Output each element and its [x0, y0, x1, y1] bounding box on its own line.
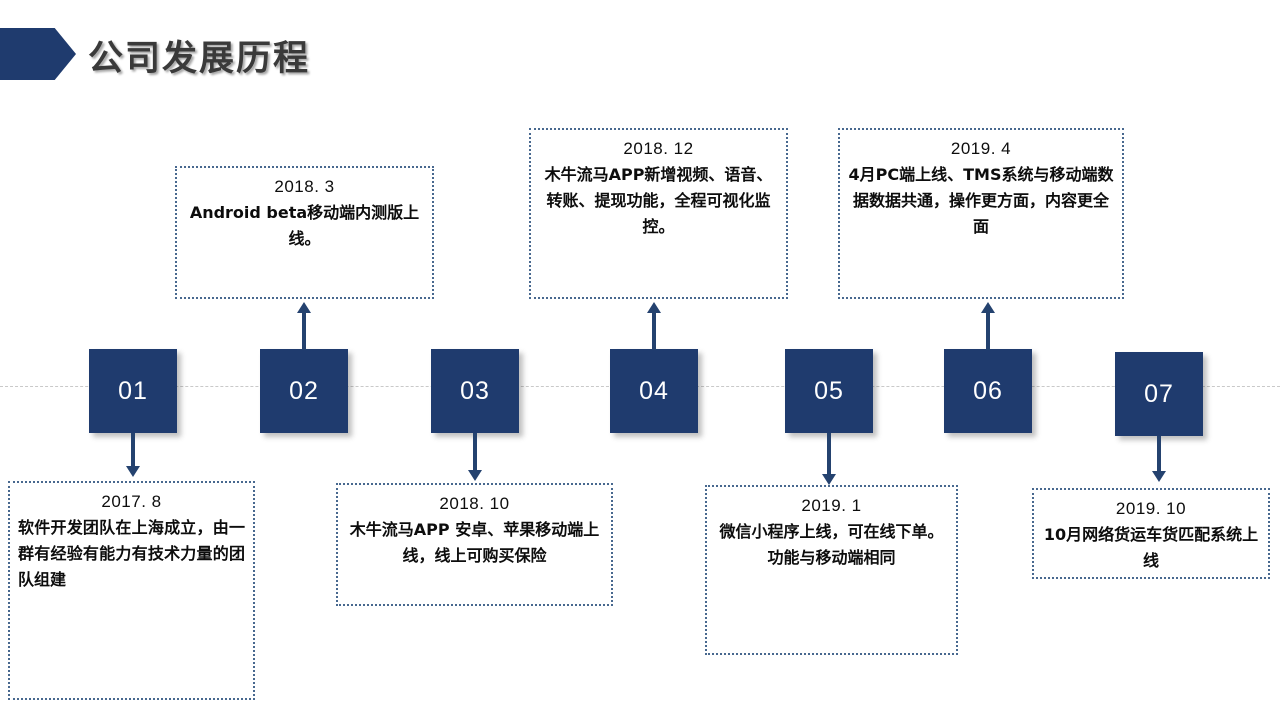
event-text-07: 10月网络货运车货匹配系统上线: [1043, 525, 1259, 571]
event-callout-07: 2019. 10 10月网络货运车货匹配系统上线: [1032, 488, 1270, 579]
connector-arrow-07: [1152, 436, 1166, 482]
event-callout-05: 2019. 1 微信小程序上线，可在线下单。功能与移动端相同: [705, 485, 958, 655]
event-date-06: 2019. 4: [950, 139, 1012, 158]
timeline-node-01[interactable]: 01: [89, 349, 177, 433]
connector-arrow-05: [822, 433, 836, 485]
timeline-node-04[interactable]: 04: [610, 349, 698, 433]
connector-arrow-04: [647, 302, 661, 350]
event-date-02: 2018. 3: [274, 177, 335, 196]
event-callout-02: 2018. 3 Android beta移动端内测版上线。: [175, 166, 434, 299]
timeline-node-07[interactable]: 07: [1115, 352, 1203, 436]
event-callout-03: 2018. 10 木牛流马APP 安卓、苹果移动端上线，线上可购买保险: [336, 483, 613, 606]
event-text-03: 木牛流马APP 安卓、苹果移动端上线，线上可购买保险: [349, 520, 600, 566]
timeline-node-05[interactable]: 05: [785, 349, 873, 433]
event-date-01: 2017. 8: [101, 492, 162, 511]
event-date-07: 2019. 10: [1115, 499, 1187, 518]
event-callout-06: 2019. 4 4月PC端上线、TMS系统与移动端数据数据共通，操作更方面，内容…: [838, 128, 1124, 299]
connector-arrow-03: [468, 433, 482, 481]
event-text-01: 软件开发团队在上海成立，由一群有经验有能力有技术力量的团队组建: [18, 518, 245, 590]
event-date-05: 2019. 1: [801, 496, 862, 515]
timeline-node-02[interactable]: 02: [260, 349, 348, 433]
event-callout-01: 2017. 8 软件开发团队在上海成立，由一群有经验有能力有技术力量的团队组建: [8, 481, 255, 700]
timeline-node-06[interactable]: 06: [944, 349, 1032, 433]
event-date-04: 2018. 12: [623, 139, 694, 158]
event-callout-04: 2018. 12 木牛流马APP新增视频、语音、转账、提现功能，全程可视化监控。: [529, 128, 788, 299]
connector-arrow-01: [126, 433, 140, 477]
page-header: 公司发展历程: [0, 0, 1280, 110]
connector-arrow-02: [297, 302, 311, 350]
event-text-04: 木牛流马APP新增视频、语音、转账、提现功能，全程可视化监控。: [544, 165, 773, 237]
event-text-06: 4月PC端上线、TMS系统与移动端数据数据共通，操作更方面，内容更全面: [848, 165, 1114, 237]
page-title: 公司发展历程: [88, 39, 311, 79]
event-text-02: Android beta移动端内测版上线。: [189, 203, 420, 249]
chevron-accent-icon: [0, 28, 76, 80]
timeline-node-03[interactable]: 03: [431, 349, 519, 433]
event-text-05: 微信小程序上线，可在线下单。功能与移动端相同: [719, 522, 944, 568]
event-date-03: 2018. 10: [439, 494, 510, 513]
connector-arrow-06: [981, 302, 995, 350]
